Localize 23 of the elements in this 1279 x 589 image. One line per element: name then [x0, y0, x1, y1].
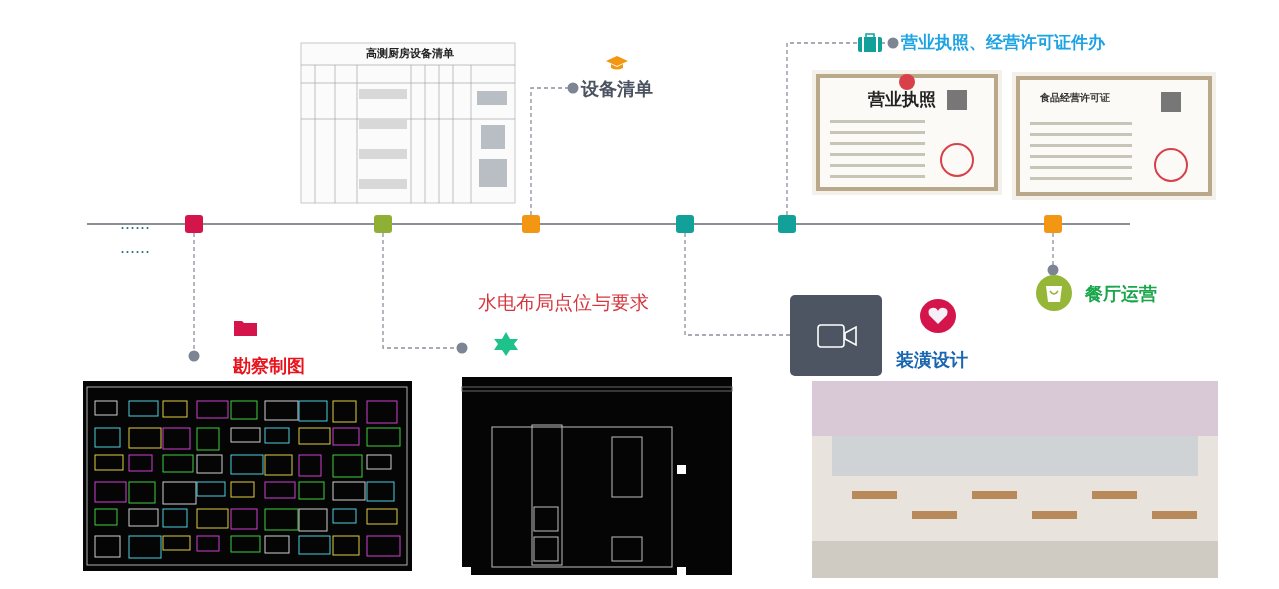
dashed-connector [684, 232, 791, 336]
ellipsis-text: …… [120, 240, 150, 258]
timeline-marker [1044, 215, 1062, 233]
table-title: 高测厨房设备清单 [366, 48, 454, 61]
certificate-title: 营业执照 [868, 90, 936, 110]
timeline-marker [522, 215, 540, 233]
dashed-connector [786, 37, 899, 216]
timeline-marker [778, 215, 796, 233]
step-title: 设备清单 [581, 79, 653, 100]
step-title: 营业执照、经营许可证件办 [901, 33, 1105, 53]
timeline-marker [676, 215, 694, 233]
timeline-marker [374, 215, 392, 233]
step-title: 水电布局点位与要求 [478, 292, 649, 314]
dashed-connector [188, 232, 200, 362]
timeline-marker [185, 215, 203, 233]
dashed-connector [382, 232, 468, 354]
step-title: 餐厅运营 [1085, 284, 1157, 305]
certificate-title: 食品经营许可证 [1040, 92, 1110, 104]
ellipsis-text: …… [120, 216, 150, 234]
dashed-connector [530, 82, 579, 216]
step-title: 勘察制图 [233, 356, 305, 377]
step-title: 装潢设计 [896, 350, 968, 371]
dashed-connector [1047, 232, 1059, 276]
